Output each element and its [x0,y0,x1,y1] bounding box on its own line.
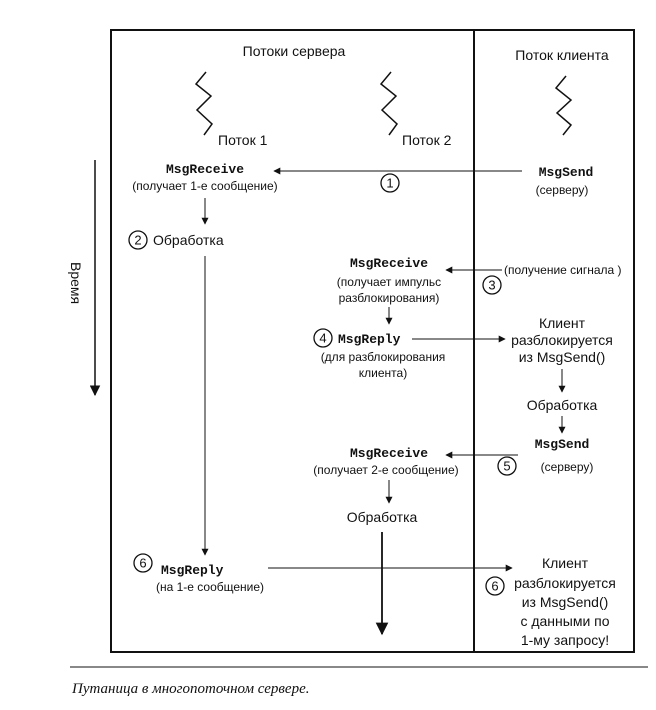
diagram-frame [110,29,635,653]
step4-number-badge [313,328,333,348]
step6-client-line-4: с данными по [520,613,609,629]
step4-client-line-1: Клиент [539,315,586,331]
step4-reply-note-2: клиента) [359,366,407,380]
server-threads-title: Потоки сервера [243,43,346,59]
step1-send-note: (серверу) [536,183,589,197]
step1-msgreceive: MsgReceive [166,162,244,177]
step5-number: 5 [503,459,510,474]
thread-2-label: Поток 2 [402,132,452,148]
client-thread-zigzag-icon [554,75,573,136]
step3-number-badge [482,275,502,295]
step6-client-line-5: 1-му запросу! [521,632,609,648]
step5-send-note: (серверу) [541,460,594,474]
step6-client-line-2: разблокируется [514,575,616,591]
step6-msgreply: MsgReply [161,563,224,578]
figure-caption: Путаница в многопоточном сервере. [72,681,310,697]
step4-number: 4 [319,331,326,346]
step3-receive-note-1: (получает импульс [337,275,441,289]
step5-msgsend: MsgSend [535,437,590,452]
step4-reply-note-1: (для разблокирования [321,350,446,364]
step1-msgsend: MsgSend [539,165,594,180]
step4-client-line-2: разблокируется [511,332,613,348]
step5-number-badge [497,456,517,476]
step3-msgreceive: MsgReceive [350,256,428,271]
thread-1-zigzag-icon [194,71,213,136]
step6-client-line-3: из MsgSend() [522,594,609,610]
step1-number: 1 [386,176,393,191]
step1-receive-note: (получает 1-е сообщение) [132,179,277,193]
step3-number: 3 [488,278,495,293]
step3-receive-note-2: разблокирования) [339,291,440,305]
step2-processing: Обработка [153,232,224,248]
thread-2-zigzag-icon [379,71,398,136]
thread-1-label: Поток 1 [218,132,268,148]
step5-receive-note: (получает 2-е сообщение) [313,463,458,477]
step6-left-number: 6 [139,556,146,571]
step6-right-number: 6 [491,579,498,594]
step1-number-badge [380,173,400,193]
client-thread-title: Поток клиента [515,47,609,63]
step2-number-badge [128,230,148,250]
step5-processing: Обработка [347,509,418,525]
client-processing: Обработка [527,397,598,413]
step4-msgreply: MsgReply [338,332,401,347]
time-axis-label: Время [68,262,84,304]
step6-right-number-badge [485,576,505,596]
step2-number: 2 [134,233,141,248]
step6-reply-note: (на 1-е сообщение) [156,580,264,594]
step4-client-line-3: из MsgSend() [519,349,606,365]
step5-msgreceive: MsgReceive [350,446,428,461]
step6-client-line-1: Клиент [542,555,589,571]
step6-left-number-badge [133,553,153,573]
step3-signal-note: (получение сигнала ) [504,263,622,277]
